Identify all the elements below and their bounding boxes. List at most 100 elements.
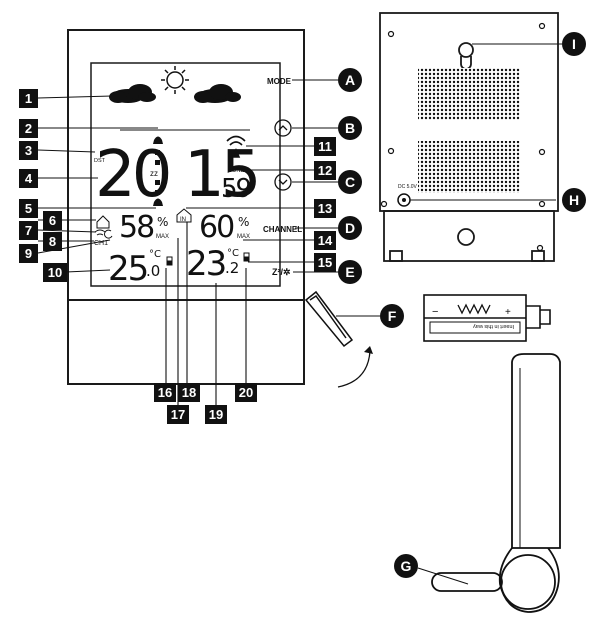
screw-holes [380, 22, 546, 252]
humidity-indoor: 58 [119, 210, 154, 245]
leader-lines [37, 43, 562, 585]
battery-indoor-icon [166, 256, 173, 266]
letter-badge-D: D [338, 216, 362, 240]
up-arrow-icon [278, 125, 288, 131]
svg-text:G: G [401, 558, 412, 574]
zone-indicator: ZONE [228, 168, 245, 174]
svg-text:14: 14 [318, 233, 333, 248]
svg-text:6: 6 [49, 213, 56, 228]
wireless-channel-icon [94, 229, 106, 236]
number-badge-5: 5 [19, 199, 38, 218]
dc-jack-pin [402, 198, 406, 202]
svg-text:13: 13 [318, 201, 332, 216]
svg-text:11: 11 [318, 139, 332, 154]
svg-text:20: 20 [239, 385, 253, 400]
antenna [431, 353, 561, 613]
arrow-head [364, 346, 373, 354]
in-label: IN [180, 217, 186, 223]
temperature-indoor-decimal: .0 [146, 262, 160, 280]
letter-badge-B: B [338, 116, 362, 140]
number-badge-8: 8 [43, 232, 62, 251]
radio-signal-icon [226, 135, 246, 158]
temperature-outdoor: 23 [186, 244, 225, 284]
number-badge-12: 12 [314, 161, 336, 180]
temperature-outdoor-decimal: .2 [225, 259, 239, 277]
svg-text:C: C [345, 174, 355, 190]
down-arrow-icon [278, 179, 288, 185]
letter-badge-C: C [338, 170, 362, 194]
mode-button-label: MODE [267, 77, 292, 86]
temperature-outdoor-unit: °C [227, 248, 239, 259]
cycle-arrow-icon [104, 229, 113, 239]
number-badge-9: 9 [19, 244, 38, 263]
rotate-arrow-icon [337, 350, 371, 388]
letter-badge-H: H [562, 188, 586, 212]
svg-text:2: 2 [25, 121, 32, 136]
cloud-icon [194, 84, 241, 103]
alarm-bell-icon [153, 198, 163, 206]
down-button[interactable] [274, 173, 292, 191]
svg-text:15: 15 [318, 255, 332, 270]
number-badge-16: 16 [154, 383, 176, 402]
svg-text:D: D [345, 220, 355, 236]
vent-grille [418, 141, 520, 193]
up-button[interactable] [274, 119, 292, 137]
svg-text:8: 8 [49, 234, 56, 249]
battery-outdoor-icon [243, 252, 250, 262]
svg-text:5: 5 [25, 201, 32, 216]
svg-text:9: 9 [25, 246, 32, 261]
number-badge-11: 11 [314, 137, 336, 156]
snooze-zz: zz [150, 169, 158, 178]
letter-badge-A: A [338, 68, 362, 92]
number-badge-20: 20 [235, 383, 257, 402]
battery-plus: + [505, 307, 511, 318]
letter-badge-I: I [562, 32, 586, 56]
number-badge-10: 10 [43, 263, 67, 282]
svg-text:19: 19 [209, 407, 223, 422]
max-indoor: MAX [156, 234, 169, 240]
number-badge-1: 1 [19, 89, 38, 108]
dc-label: DC 5.0V [398, 184, 418, 190]
channel-button-label: CHANNEL [263, 225, 302, 234]
number-badge-3: 3 [19, 141, 38, 160]
svg-text:17: 17 [171, 407, 185, 422]
humidity-outdoor-unit: % [238, 215, 249, 229]
temperature-indoor: 25 [108, 249, 147, 289]
svg-text:B: B [345, 120, 355, 136]
svg-text:12: 12 [318, 163, 332, 178]
number-badge-14: 14 [314, 231, 336, 250]
svg-text:H: H [569, 192, 579, 208]
light-snooze-button-label: Z²/✲ [272, 267, 291, 277]
svg-text:I: I [572, 36, 576, 52]
alarm-bell-icon [153, 136, 163, 144]
letter-badge-E: E [338, 260, 362, 284]
sun-icon [161, 66, 189, 94]
svg-text:10: 10 [48, 265, 62, 280]
colon-segments [155, 150, 160, 195]
max-outdoor: MAX [237, 234, 250, 240]
number-badge-17: 17 [167, 405, 189, 424]
number-badge-7: 7 [19, 221, 38, 240]
speaker-grille [418, 68, 520, 120]
temperature-indoor-unit: °C [149, 249, 161, 260]
svg-text:E: E [345, 264, 354, 280]
time-seconds: 59 [221, 174, 251, 204]
number-badge-6: 6 [43, 211, 62, 230]
svg-text:16: 16 [158, 385, 172, 400]
number-badge-19: 19 [205, 405, 227, 424]
battery-minus: − [432, 306, 438, 318]
number-badge-18: 18 [178, 383, 200, 402]
stand-foot [304, 290, 354, 348]
svg-text:18: 18 [182, 385, 196, 400]
number-badge-2: 2 [19, 119, 38, 138]
dst-indicator: DST [94, 158, 106, 164]
letter-badge-G: G [394, 554, 418, 578]
in-indicator-icon [176, 208, 192, 223]
insert-strip [429, 321, 521, 334]
svg-text:3: 3 [25, 143, 32, 158]
svg-text:A: A [345, 72, 355, 88]
back-unit [379, 12, 559, 262]
svg-text:7: 7 [25, 223, 32, 238]
number-badge-15: 15 [314, 253, 336, 272]
